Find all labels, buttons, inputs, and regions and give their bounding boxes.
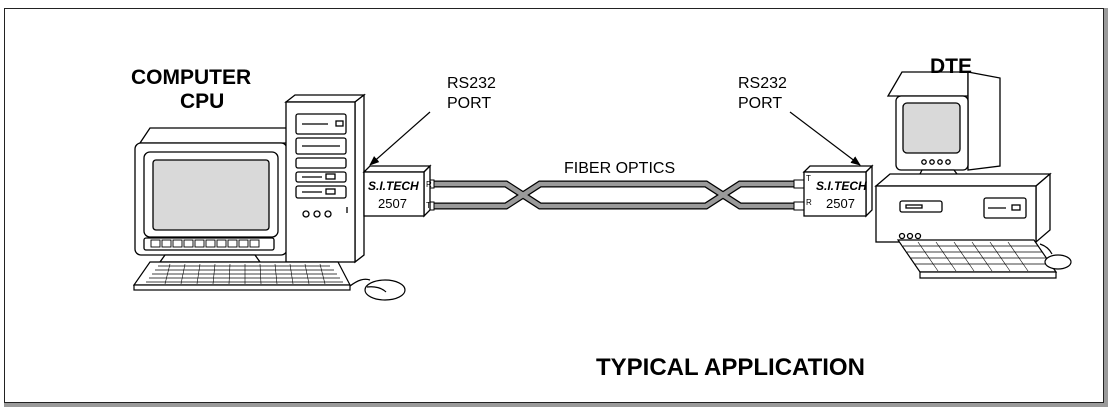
diagram-title: TYPICAL APPLICATION [596,354,865,381]
fiber-optics-label: FIBER OPTICS [564,160,676,177]
computer-monitor-icon [134,127,299,263]
right-port-label-line1: RS232 [738,75,787,92]
dte-keyboard-icon [896,239,1058,279]
left-unit-brand: S.I.TECH [368,179,419,193]
right-unit-pin-top: T [806,174,811,183]
dte-mouse-icon [1039,243,1072,270]
frame-shadow-right [1104,8,1108,407]
cpu-label: CPU [180,90,225,113]
left-converter-unit [362,164,432,218]
right-unit-brand: S.I.TECH [816,179,867,193]
dte-system-unit-icon [874,172,1052,244]
computer-mouse-icon [349,278,406,301]
left-unit-pin-top: R [426,180,432,189]
right-unit-pin-bottom: R [806,198,812,207]
right-port-arrow [789,111,861,166]
fiber-optic-cable [428,180,800,210]
computer-keyboard-icon [132,261,351,291]
left-port-arrow [369,111,431,166]
left-unit-pin-bottom: T [426,201,431,210]
computer-tower-icon [284,93,366,264]
computer-label: COMPUTER [131,66,252,89]
right-port-label-line2: PORT [738,95,783,112]
left-port-label-line2: PORT [447,95,492,112]
left-unit-model: 2507 [378,196,407,211]
dte-monitor-icon [886,71,1001,189]
right-unit-model: 2507 [826,196,855,211]
dte-label: DTE [930,55,972,78]
frame-shadow-bottom [4,403,1108,407]
right-converter-unit [802,164,874,218]
left-port-label-line1: RS232 [447,75,496,92]
